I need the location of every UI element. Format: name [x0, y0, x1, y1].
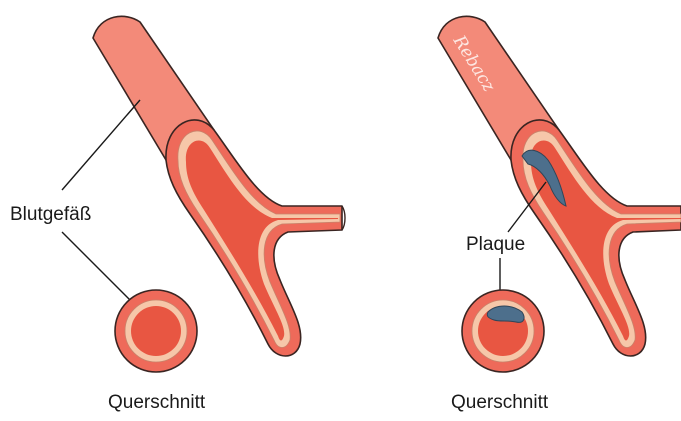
diseased-vessel-diagram: Rebacz Plaque Querschnitt [438, 16, 681, 413]
healthy-cross-section [115, 290, 197, 372]
plaque-label: Plaque [466, 234, 525, 255]
left-section-label: Querschnitt [108, 392, 206, 413]
plaque-cross-section [462, 290, 544, 372]
vessel-leader-line [62, 100, 140, 190]
healthy-vessel-diagram: Blutgefäß Querschnitt [10, 16, 345, 413]
right-section-label: Querschnitt [451, 392, 549, 413]
section-leader-line [62, 232, 132, 302]
vessel-label: Blutgefäß [10, 204, 91, 225]
